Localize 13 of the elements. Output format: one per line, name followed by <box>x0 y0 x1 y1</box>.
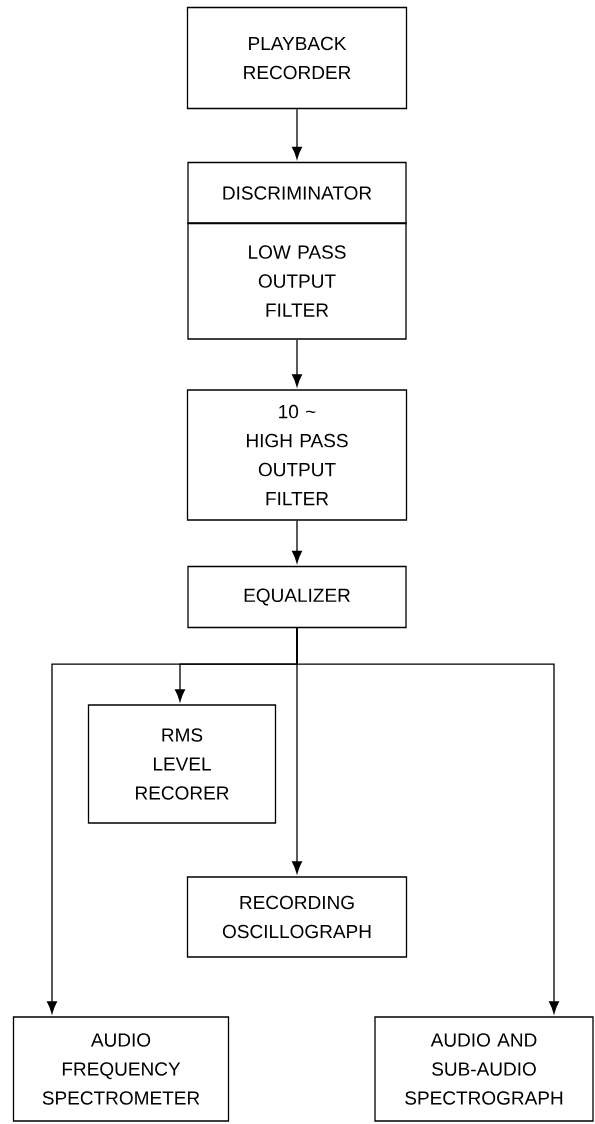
block-box: LOW PASS OUTPUT FILTER <box>187 222 407 340</box>
block-box: AUDIO AND SUB-AUDIO SPECTROGRAPH <box>374 1016 594 1122</box>
block-box: RMS LEVEL RECORER <box>87 704 277 824</box>
arrow <box>296 627 559 1014</box>
block-box: RECORDING OSCILLOGRAPH <box>186 876 408 958</box>
block-box: AUDIO FREQUENCY SPECTROMETER <box>12 1016 230 1122</box>
block-box: PLAYBACK RECORDER <box>186 6 408 110</box>
arrow <box>292 108 302 159</box>
block-box: 10 ~ HIGH PASS OUTPUT FILTER <box>186 389 408 521</box>
arrow <box>292 520 302 563</box>
block-box: EQUALIZER <box>187 565 407 629</box>
arrow <box>292 339 302 387</box>
block-box: DISCRIMINATOR <box>187 161 407 225</box>
